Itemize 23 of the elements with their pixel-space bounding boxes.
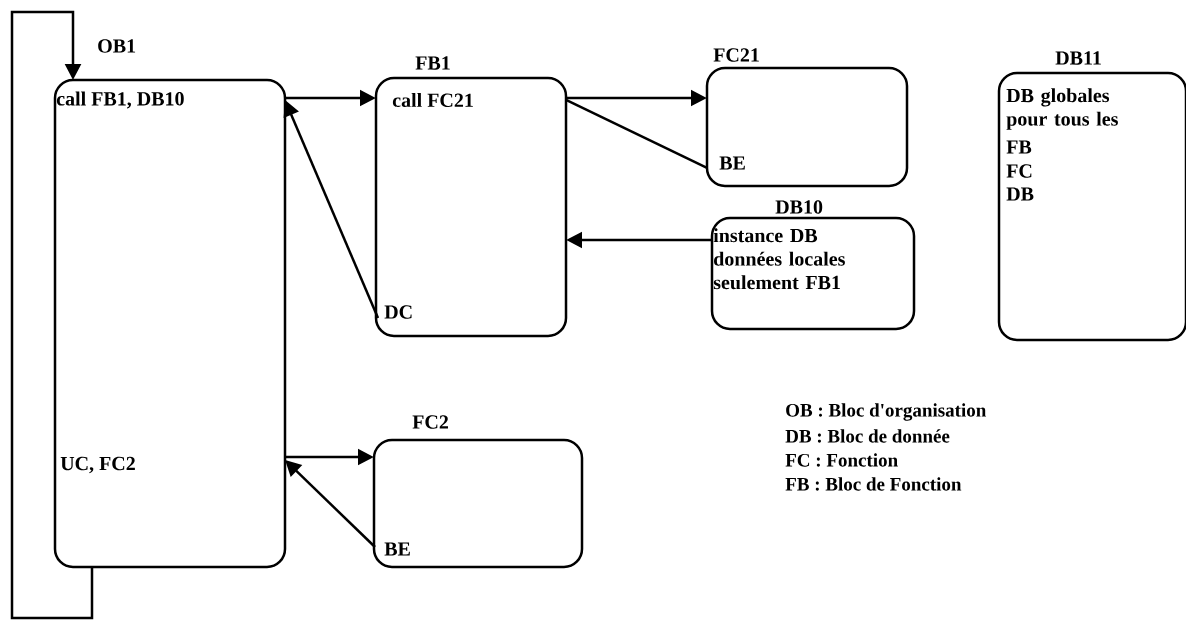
block-text: FB	[1006, 140, 1032, 154]
block-text: call FB1, DB10	[56, 91, 184, 109]
block-title: OB1	[98, 39, 136, 53]
note-text: FB : Bloc de Fonction	[785, 477, 962, 491]
block-title: DB11	[1055, 51, 1101, 65]
block-title: FC2	[412, 415, 448, 429]
block-text: DC	[384, 305, 412, 319]
block-text: BE	[384, 542, 410, 556]
note-text: DB : Bloc de donnée	[785, 429, 950, 443]
block-text: DB	[1006, 187, 1034, 201]
block-text: BE	[719, 156, 745, 170]
arrow	[285, 460, 376, 548]
block-text: UC, FC2	[60, 456, 135, 474]
block-text: instance DB données locales seulement FB1	[713, 228, 845, 290]
block-title: DB10	[775, 200, 823, 214]
block-text: call FC21	[392, 92, 473, 108]
note-text: FC : Fonction	[785, 453, 898, 467]
arrow	[10, 10, 94, 620]
block-text: FC	[1006, 164, 1032, 178]
note-text: OB : Bloc d'organisation	[786, 403, 987, 421]
block-title: FC21	[713, 48, 759, 62]
block-title: FB1	[415, 56, 450, 70]
block-text: DB globales pour tous les	[1006, 88, 1118, 130]
